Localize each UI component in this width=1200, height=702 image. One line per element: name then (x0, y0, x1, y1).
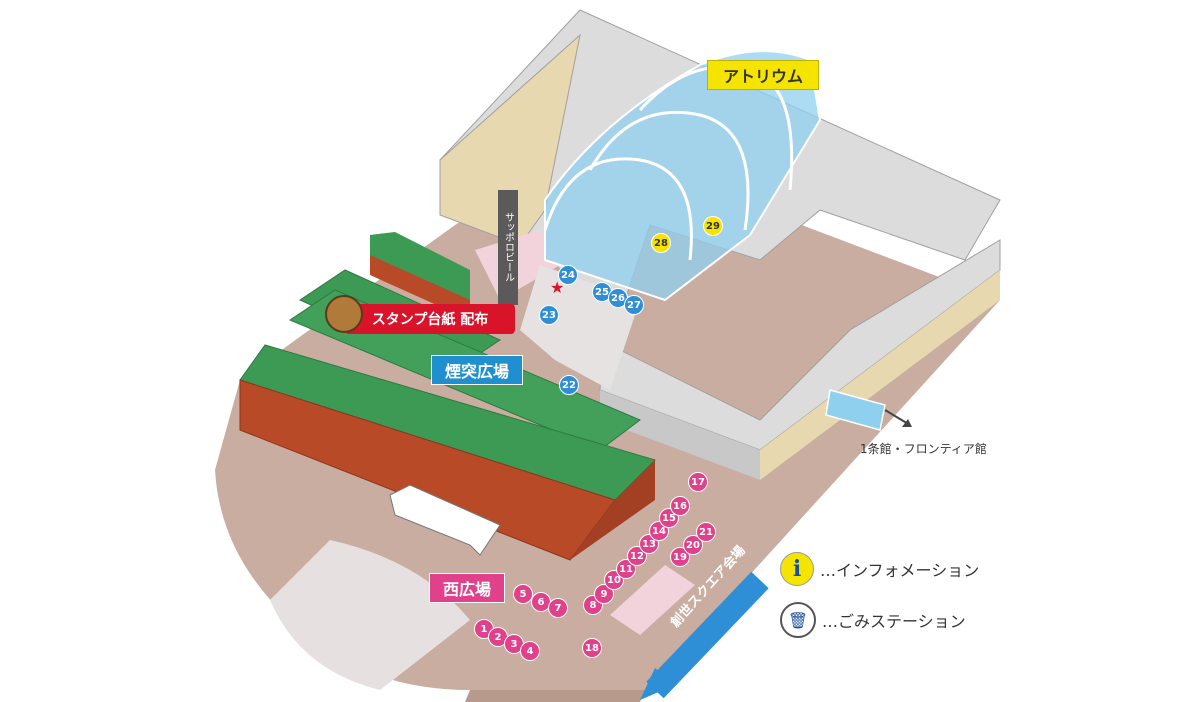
ground-edge (465, 690, 645, 702)
legend-trash-text: …ごみステーション (822, 612, 966, 631)
booth-marker-21: 21 (696, 522, 716, 542)
booth-marker-7: 7 (548, 598, 568, 618)
legend-info-text: …インフォメーション (820, 561, 980, 580)
white-bench (389, 484, 501, 556)
chimney (498, 190, 518, 305)
booth-marker-11: 11 (616, 559, 636, 579)
booth-marker-18: 18 (582, 638, 602, 658)
atrium-dome (544, 50, 822, 302)
atrium-tag: アトリウム (707, 60, 819, 90)
booth-marker-28: 28 (651, 233, 671, 253)
atrium-arch-2 (588, 110, 750, 231)
atrium-arch-1 (543, 157, 693, 261)
booth-marker-23: 23 (539, 305, 559, 325)
booth-marker-16: 16 (670, 496, 690, 516)
booth-marker-24: 24 (558, 265, 578, 285)
chimney-square-tag: 煙突広場 (431, 355, 523, 385)
west-square-tag: 西広場 (429, 573, 505, 603)
corridor (825, 389, 886, 431)
booth-marker-17: 17 (688, 472, 708, 492)
booth-marker-29: 29 (703, 216, 723, 236)
arrow-building1-head (902, 419, 912, 427)
brick-building-small-wall (370, 255, 470, 320)
commercial-building-wall-right (760, 270, 1000, 480)
trash-icon: 🗑 (780, 602, 816, 638)
brick-building-end-wall (570, 460, 655, 560)
stamp-icon (325, 295, 363, 333)
booth-marker-20: 20 (683, 535, 703, 555)
building1-label: 1条館・フロンティア館 (860, 442, 987, 456)
booth-marker-22: 22 (559, 375, 579, 395)
commercial-building-wall (600, 390, 760, 480)
stamp-tag: スタンプ台紙 配布 (345, 304, 515, 334)
info-icon: i (780, 552, 814, 586)
booth-marker-4: 4 (520, 641, 540, 661)
plaza-light (270, 540, 470, 690)
chimney-label: サッポロビール (503, 212, 515, 282)
west-mat (610, 565, 695, 635)
booth-marker-2: 2 (488, 627, 508, 647)
booth-marker-27: 27 (624, 295, 644, 315)
legend-info: i …インフォメーション (780, 552, 979, 586)
sosei-arrow (646, 571, 769, 699)
legend-trash: 🗑 …ごみステーション (780, 602, 966, 638)
sosei-arrow-head (640, 668, 675, 700)
brick-building-small (370, 232, 470, 300)
back-building (439, 33, 581, 246)
booth-marker-5: 5 (513, 584, 533, 604)
